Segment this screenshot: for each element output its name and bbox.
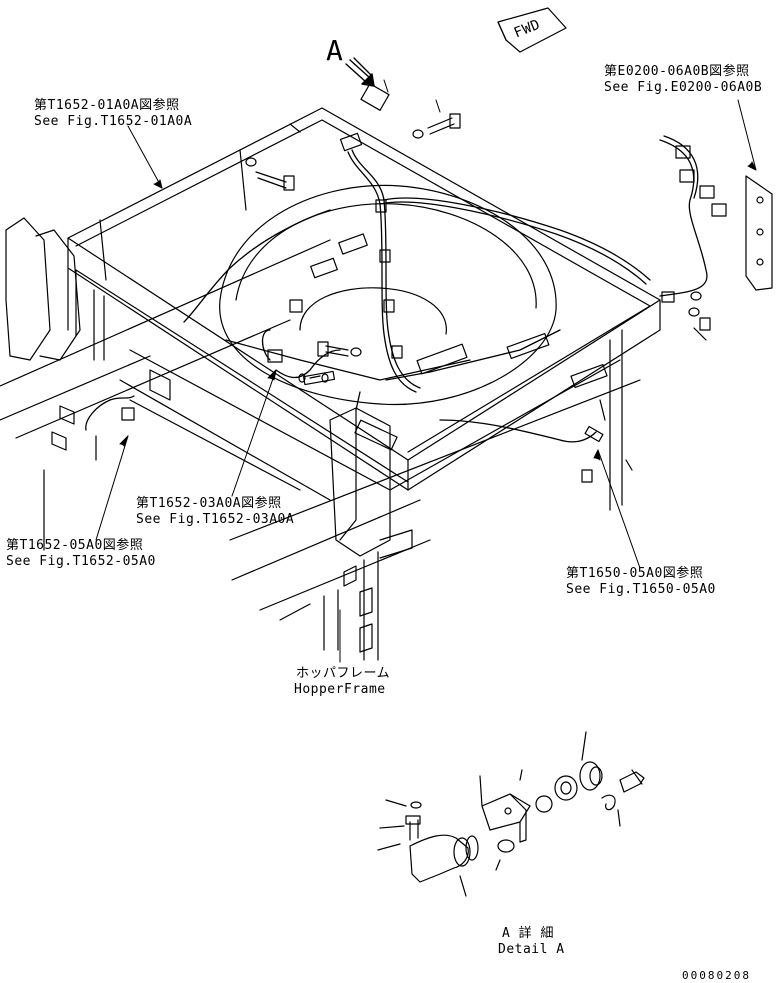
ref-e0200-jp: 第E0200-06A0B図参照 bbox=[604, 64, 750, 79]
ref-t1652-05-jp: 第T1652-05A0図参照 bbox=[6, 538, 144, 553]
detail-a-en: Detail A bbox=[498, 942, 565, 957]
ref-t1652-01-jp: 第T1652-01A0A図参照 bbox=[34, 98, 180, 113]
ref-t1652-05-en: See Fig.T1652-05A0 bbox=[6, 554, 156, 569]
front-cross-members bbox=[120, 350, 640, 620]
document-number: 00080208 bbox=[682, 969, 751, 982]
hopper-frame-jp: ホッパフレーム bbox=[296, 666, 391, 681]
view-a-arrow-icon bbox=[346, 58, 374, 86]
ref-t1650-05-jp: 第T1650-05A0図参照 bbox=[566, 566, 704, 581]
wire-harness bbox=[86, 136, 707, 442]
detail-a-parts bbox=[378, 732, 644, 896]
fwd-arrow-icon bbox=[498, 8, 566, 52]
hopper-legs bbox=[68, 268, 632, 510]
hopper-cone bbox=[220, 185, 556, 404]
ref-t1650-05-en: See Fig.T1650-05A0 bbox=[566, 582, 716, 597]
bolts-and-washers bbox=[246, 114, 710, 382]
ref-t1652-03-en: See Fig.T1652-03A0A bbox=[136, 512, 295, 527]
view-a-label: A bbox=[326, 34, 344, 67]
leader-lines bbox=[96, 80, 756, 662]
ref-e0200-en: See Fig.E0200-06A0B bbox=[604, 80, 763, 95]
left-chassis-rails bbox=[0, 218, 330, 550]
center-bracket bbox=[324, 408, 412, 660]
ref-t1652-01-en: See Fig.T1652-01A0A bbox=[34, 114, 193, 129]
ref-t1652-03-jp: 第T1652-03A0A図参照 bbox=[136, 496, 282, 511]
right-bracket-plate bbox=[746, 176, 772, 290]
detail-a-jp: A 詳 細 bbox=[502, 926, 554, 941]
hopper-top-frame bbox=[68, 108, 660, 490]
hopper-frame-en: HopperFrame bbox=[294, 682, 386, 697]
harness-connectors bbox=[122, 84, 726, 482]
